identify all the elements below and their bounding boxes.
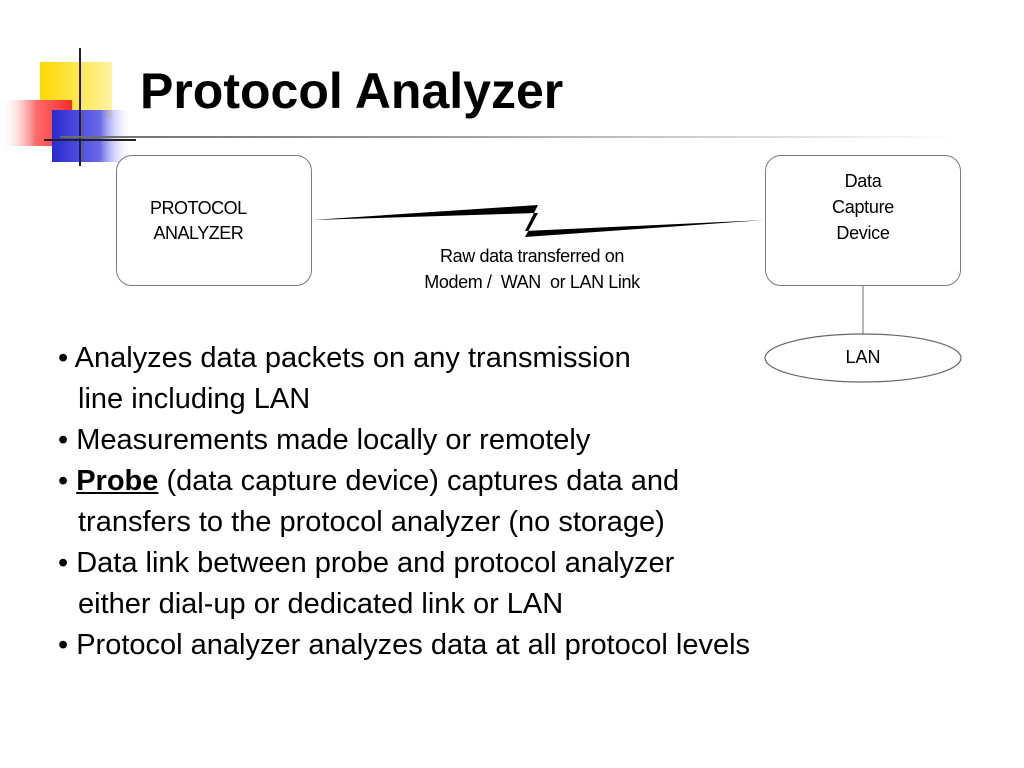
bullet-marker: •	[58, 465, 69, 497]
bullet-text: Protocol analyzer analyzes data at all p…	[76, 629, 751, 661]
title-divider	[60, 136, 960, 138]
bullet-item: • Protocol analyzer analyzes data at all…	[58, 625, 958, 666]
bullet-text: Data link between probe and protocol ana…	[76, 547, 675, 579]
lan-ellipse	[764, 333, 962, 383]
bullet-item: • Measurements made locally or remotely	[58, 420, 958, 461]
bullet-continuation: either dial-up or dedicated link or LAN	[78, 588, 564, 620]
bullet-item: • Data link between probe and protocol a…	[58, 543, 958, 584]
bullet-text: Measurements made locally or remotely	[76, 424, 591, 456]
lan-label: LAN	[845, 347, 881, 367]
bullet-continuation: line including LAN	[78, 383, 311, 415]
bullet-marker: •	[58, 629, 69, 661]
bullet-item: • Probe (data capture device) captures d…	[58, 461, 958, 502]
bullet-marker: •	[58, 547, 69, 579]
bullet-list: • Analyzes data packets on any transmiss…	[58, 338, 958, 666]
protocol-analyzer-label: PROTOCOL ANALYZER	[150, 198, 247, 243]
lightning-link-connector	[312, 205, 765, 237]
slide-title: Protocol Analyzer	[140, 63, 564, 119]
data-capture-device-label: Data Capture Device	[832, 171, 894, 243]
bullet-text: Analyzes data packets on any transmissio…	[74, 342, 631, 374]
bullet-marker: •	[58, 424, 69, 456]
protocol-analyzer-box	[116, 155, 312, 286]
bullet-item: • Analyzes data packets on any transmiss…	[58, 338, 958, 379]
bullet-continuation: transfers to the protocol analyzer (no s…	[78, 506, 665, 538]
data-capture-device-box	[765, 155, 961, 286]
probe-emphasis: Probe	[76, 465, 159, 497]
bullet-marker: •	[58, 342, 69, 374]
link-description-label: Raw data transferred on Modem / WAN or L…	[424, 246, 640, 292]
bullet-text: (data capture device) captures data and	[158, 465, 680, 497]
